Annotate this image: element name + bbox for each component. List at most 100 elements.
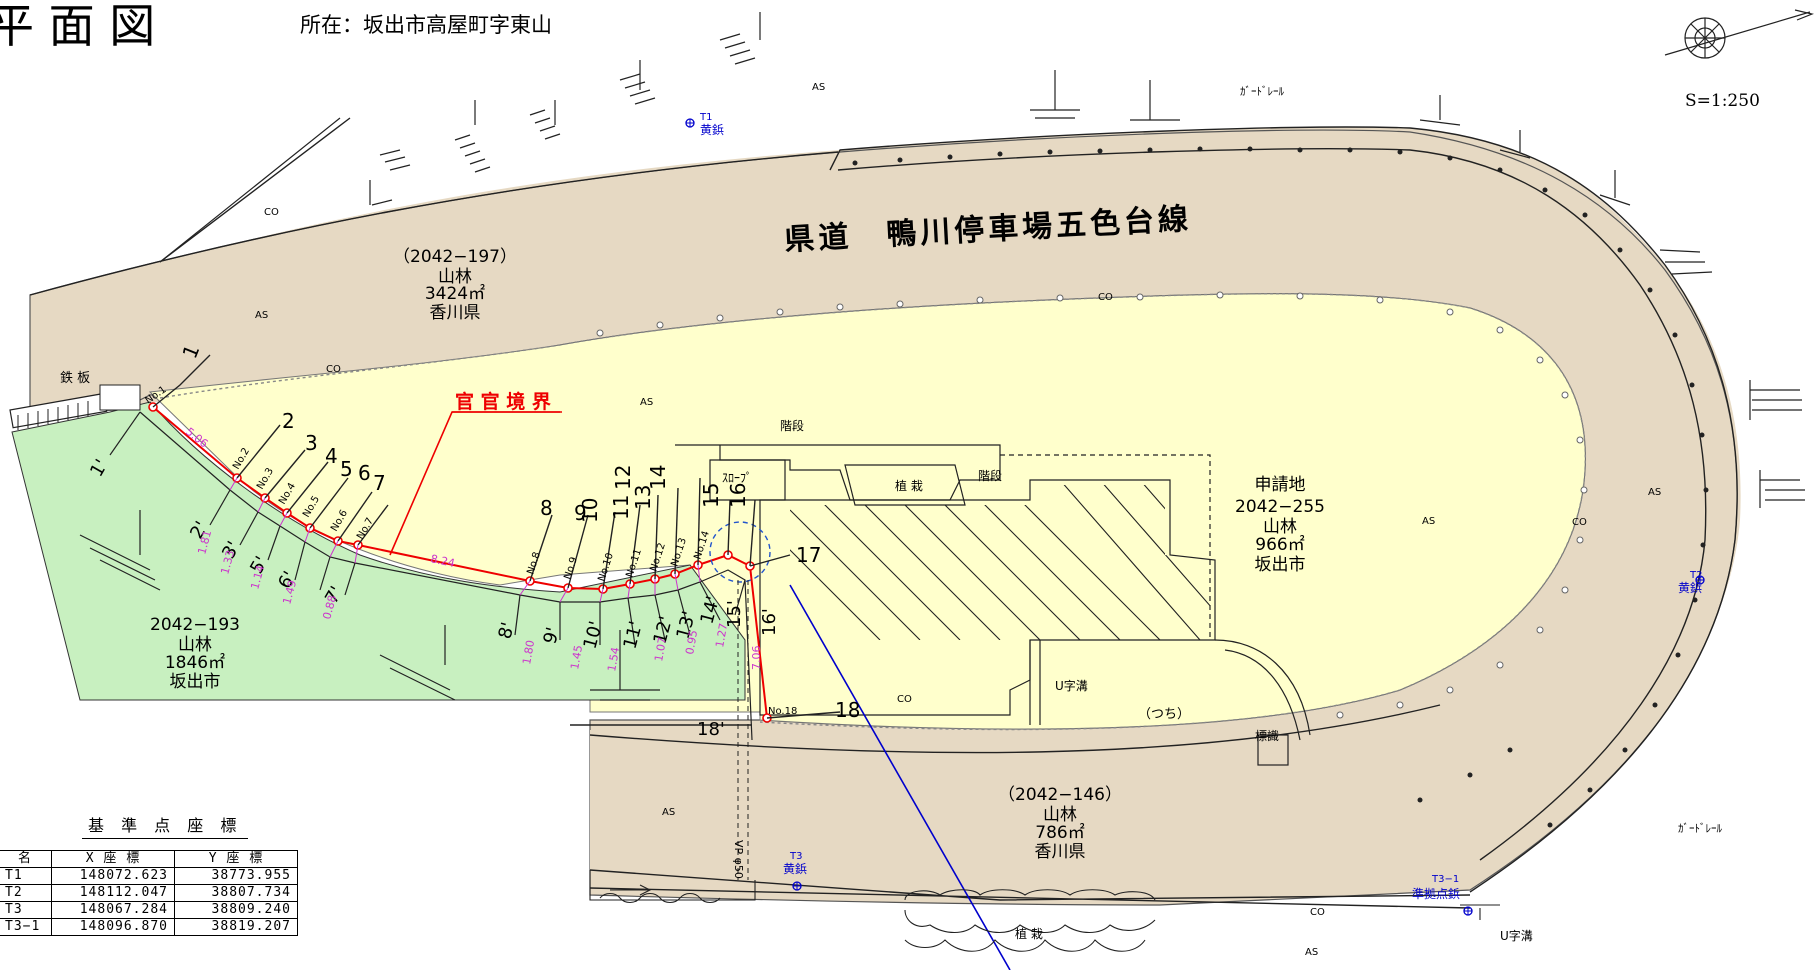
detail-circle xyxy=(709,521,771,583)
table-cell: 148112.047 xyxy=(51,884,175,902)
svg-text:No.18: No.18 xyxy=(768,706,797,717)
table-cell: T2 xyxy=(0,884,52,902)
table-cell: 38809.240 xyxy=(174,901,298,919)
pt-5: 5 xyxy=(340,457,353,481)
table-cell: T3 xyxy=(0,901,52,919)
t3-1-mark: 準拠点鋲 xyxy=(1412,886,1460,901)
application-hatch xyxy=(790,485,1210,640)
parcel-west-use: 山林 xyxy=(178,635,212,655)
stairs-label-2: 階段 xyxy=(978,468,1002,483)
control-point-t1: T1 黄鋲 xyxy=(685,112,724,137)
table-row: T3 148067.284 38809.240 xyxy=(0,901,298,919)
pt-2: 2 xyxy=(282,409,295,433)
application-area: 966㎡ xyxy=(1255,535,1304,555)
svg-text:0.88: 0.88 xyxy=(320,594,339,621)
svg-text:1.49: 1.49 xyxy=(280,579,299,606)
table-cell: 148072.623 xyxy=(51,867,175,885)
north-arrow-icon xyxy=(1664,9,1814,59)
svg-text:AS: AS xyxy=(662,807,675,818)
planting-bed xyxy=(844,464,966,506)
pipe-label: VP φ50 xyxy=(732,840,745,879)
svg-text:CO: CO xyxy=(326,364,341,375)
svg-text:AS: AS xyxy=(640,397,653,408)
svg-text:1.81: 1.81 xyxy=(195,529,214,556)
pt-8: 8 xyxy=(540,496,553,520)
surface-labels: AS CO AS CO AS CO AS CO AS CO AS CO AS xyxy=(255,82,1661,958)
svg-text:9': 9' xyxy=(540,625,565,646)
control-point-t3: T3 黄鋲 xyxy=(783,851,807,891)
svg-text:AS: AS xyxy=(1648,487,1661,498)
application-owner: 坂出市 xyxy=(1255,555,1306,575)
pt-11: 11 xyxy=(609,495,633,520)
svg-text:AS: AS xyxy=(812,82,825,93)
slope-hatching-north xyxy=(159,12,761,263)
parcel-north-area: 3424㎡ xyxy=(425,284,485,304)
iron-plate xyxy=(9,384,141,430)
guardrail-label-top: ｶﾞｰﾄﾞﾚｰﾙ xyxy=(1240,85,1284,98)
application-no: 2042−255 xyxy=(1235,497,1325,517)
road-edges xyxy=(29,117,1738,909)
t2-mark: 黄鋲 xyxy=(1678,580,1702,595)
parcel-application: 申請地 2042−255 山林 966㎡ 坂出市 xyxy=(1235,475,1325,575)
t2-name: T2 xyxy=(1689,570,1702,581)
north-slope-edge xyxy=(29,117,839,296)
planting-label-2: 植 栽 xyxy=(1015,926,1043,941)
slope-label: ｽﾛｰﾌﾟ xyxy=(722,471,752,485)
svg-text:1.33: 1.33 xyxy=(218,549,237,576)
dashed-boundary xyxy=(1000,454,1211,640)
svg-text:16': 16' xyxy=(759,608,780,636)
t1-name: T1 xyxy=(699,112,712,123)
table-cell: T3−1 xyxy=(0,918,52,936)
parcel-west: 2042−193 山林 1846㎡ 坂出市 xyxy=(150,615,240,692)
svg-text:1.80: 1.80 xyxy=(520,639,537,665)
svg-text:CO: CO xyxy=(1310,907,1325,918)
coord-table-title: 基 準 点 座 標 xyxy=(82,812,249,839)
pt-13: 13 xyxy=(631,485,655,510)
leader-lines xyxy=(152,354,841,726)
svg-text:18': 18' xyxy=(697,719,725,740)
retaining-wall xyxy=(1214,639,1311,741)
parcel-south-no: （2042−146） xyxy=(998,785,1122,805)
table-row: T2 148112.047 38807.734 xyxy=(0,884,298,902)
svg-text:CO: CO xyxy=(897,694,912,705)
outer-road-edge xyxy=(829,126,1738,893)
pt-4: 4 xyxy=(325,444,338,468)
t3-1-name: T3−1 xyxy=(1431,874,1459,885)
svg-text:1.14: 1.14 xyxy=(248,564,267,591)
parcel-west-owner: 坂出市 xyxy=(170,672,221,692)
control-point-t3-1: T3−1 準拠点鋲 xyxy=(1412,874,1473,916)
pt-17: 17 xyxy=(796,543,821,567)
west-parcel-fill xyxy=(11,401,746,701)
control-point-t2: T2 黄鋲 xyxy=(1678,570,1705,595)
application-use: 山林 xyxy=(1263,517,1297,537)
table-row: T1 148072.623 38773.955 xyxy=(0,867,298,885)
svg-text:1.07: 1.07 xyxy=(652,636,669,662)
header-text: 平 面 図 所在：坂出市高屋町字東山 S=1:250 xyxy=(0,0,1760,111)
parcel-north: （2042−197） 山林 3424㎡ 香川県 xyxy=(393,247,517,323)
svg-text:8.24: 8.24 xyxy=(429,552,456,570)
svg-text:8': 8' xyxy=(495,620,520,641)
pt-10: 10 xyxy=(578,498,602,523)
pt-16: 16 xyxy=(726,483,750,508)
road-divider xyxy=(589,704,1441,754)
planting-label-1: 植 栽 xyxy=(895,478,923,493)
area-fills xyxy=(11,127,1741,906)
structures xyxy=(675,444,1311,766)
distance-labels: 5.06 8.24 7.06 1.81 1.33 1.14 1.49 0.88 … xyxy=(183,425,763,672)
svg-text:1.45: 1.45 xyxy=(568,644,585,670)
parcel-south-use: 山林 xyxy=(1043,805,1077,825)
pt-14: 14 xyxy=(646,465,670,490)
application-label: 申請地 xyxy=(1255,475,1306,495)
table-header: Y 座 標 xyxy=(174,850,298,868)
misc-labels: 官 官 境 界 鉄 板 階段 階段 ｽﾛｰﾌﾟ 植 栽 植 栽 U字溝 U字溝 … xyxy=(60,371,1533,943)
table-cell: T1 xyxy=(0,867,52,885)
pipe-line xyxy=(737,580,749,880)
parcel-south: （2042−146） 山林 786㎡ 香川県 xyxy=(998,785,1122,862)
svg-text:AS: AS xyxy=(1422,516,1435,527)
svg-text:0.95: 0.95 xyxy=(683,629,700,655)
boundary-point-labels: 1 2 3 4 5 6 7 8 9 10 11 12 13 14 15 16 1… xyxy=(177,341,860,722)
table-row: T3−1 148096.870 38819.207 xyxy=(0,918,298,936)
svg-text:AS: AS xyxy=(255,310,268,321)
iron-plate-label: 鉄 板 xyxy=(60,371,90,386)
